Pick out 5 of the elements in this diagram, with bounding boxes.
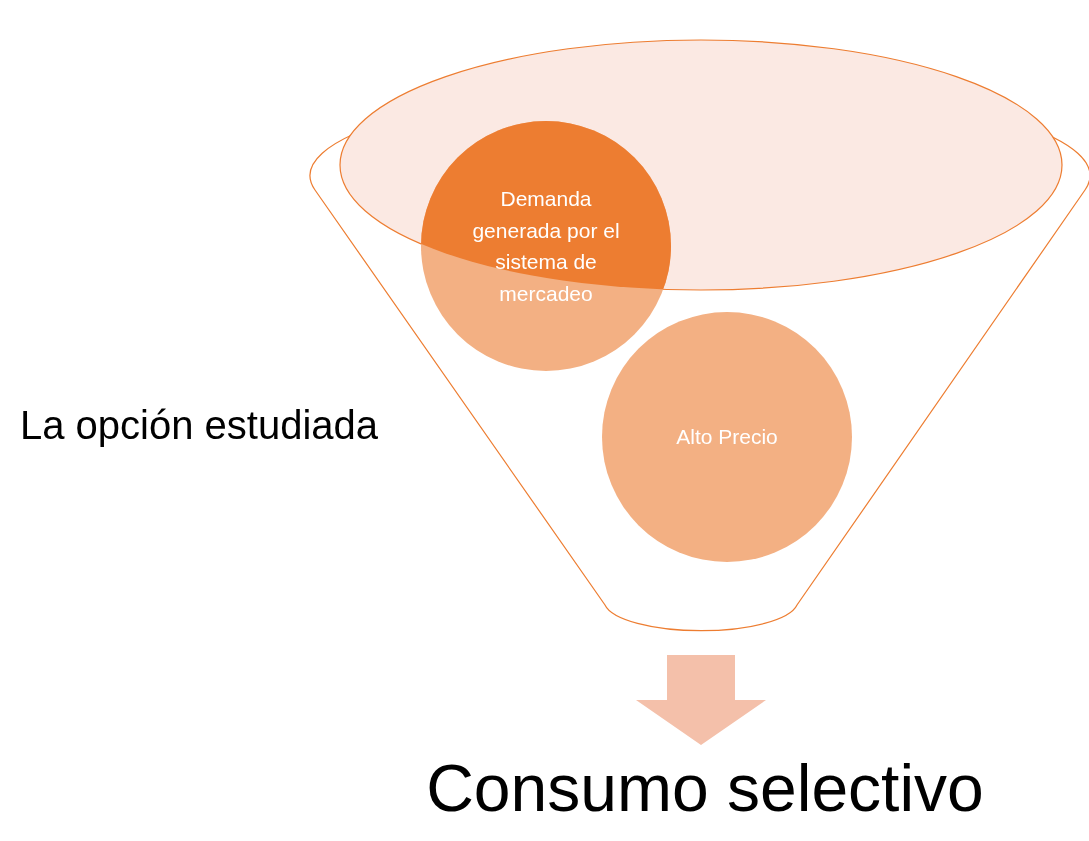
side-label: La opción estudiada [20, 405, 379, 445]
circle-label: Alto Precio [675, 424, 779, 451]
circle-label: Demanda generada por el sistema de mercadeo [471, 186, 621, 307]
outcome-text: Consumo selectivo [426, 755, 984, 821]
block-arrow [636, 655, 766, 745]
